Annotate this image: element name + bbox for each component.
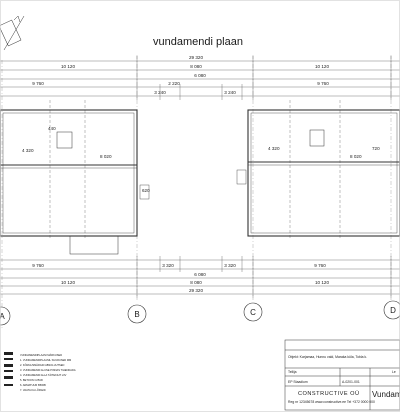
dim-left-vertical-1: 4 320: [22, 148, 34, 153]
company-details: Reg nr 12345678 www.constructive.ee Tel …: [288, 400, 375, 404]
note-line-4: 3. VUNDAMENDI ALUNE PINNAS TIHENDADA: [20, 368, 76, 372]
dim-chain-top-3: 2 220: [168, 81, 180, 86]
title-block: [284, 339, 400, 411]
grid-bubble-b: B: [127, 304, 147, 324]
dimension-lines-bottom: [0, 256, 400, 298]
dim-overall-bottom: 29 320: [189, 288, 203, 293]
legend-symbols: [4, 352, 13, 386]
dim-chain-bottom-4: 3 320: [224, 263, 236, 268]
dim-chain-bottom-1: 9 760: [32, 263, 44, 268]
dimension-lines-top: [0, 56, 400, 100]
dim-right-vertical-1: 4 320: [268, 146, 280, 151]
grid-label-a: A: [0, 312, 5, 321]
sheet-title: Vundamendi plaan: [372, 390, 400, 399]
title-block-stage: EP Staadium: [288, 380, 308, 384]
grid-bubble-c: C: [243, 302, 263, 322]
note-line-1: VUNDAMENDIPLAANI MÄRKUSED: [20, 353, 62, 357]
dim-chain-bottom-3: 6 080: [194, 272, 206, 277]
note-line-6: 5. BETOON C25/30: [20, 378, 43, 382]
dim-chain-top-4: 6 080: [194, 73, 206, 78]
note-line-2: 1. VUNDAMENDIPLAANIL SUURUSED MM: [20, 358, 71, 362]
title-block-object: Objekt: Karjamaa, Hunnu vald, Maraka kül…: [288, 355, 367, 359]
dim-left-440: 440: [48, 126, 56, 131]
dim-left-620: 620: [142, 188, 150, 193]
dim-half-left-bottom: 10 120: [61, 280, 75, 285]
notes-block: VUNDAMENDIPLAANI MÄRKUSED 1. VUNDAMENDIP…: [20, 353, 76, 392]
dim-chain-top-6: 9 760: [317, 81, 329, 86]
dim-middle-top: 8 080: [190, 64, 202, 69]
dim-chain-top-5: 3 240: [224, 90, 236, 95]
dim-chain-top-2: 3 240: [154, 90, 166, 95]
grid-label-c: C: [250, 308, 256, 317]
dim-half-right-bottom: 10 120: [315, 280, 329, 285]
note-line-8: 7. VAATA KA LÕIKEID: [20, 387, 46, 392]
grid-label-d: D: [390, 306, 396, 315]
grid-bubble-d: D: [383, 300, 400, 320]
foundation-right: [236, 100, 400, 240]
dim-half-right-top: 10 120: [315, 64, 329, 69]
north-arrow-icon: [0, 15, 25, 51]
foundation-left: [0, 100, 150, 255]
dim-overall-top: 29 320: [189, 55, 203, 60]
dim-right-vertical-2: 8 020: [350, 154, 362, 159]
sheet-number: Le: [392, 370, 396, 374]
dim-left-vertical-2: 8 020: [100, 154, 112, 159]
title-block-sheet-code: A-0201-001: [342, 380, 360, 384]
dim-chain-bottom-2: 3 320: [162, 263, 174, 268]
note-line-5: 4. VUNDAMENDI ALLA TÄITEKIHT LIIV: [20, 373, 67, 377]
dim-half-left-top: 10 120: [61, 64, 75, 69]
note-line-3: 2. KÕRGUSMÄRGID ABSOLUUTSED: [20, 362, 65, 367]
company-name: CONSTRUCTIVE OÜ: [298, 390, 360, 397]
note-line-7: 6. ARMATUUR B500B: [20, 383, 46, 387]
drawing-title: vundamendi plaan: [153, 36, 243, 48]
dim-middle-bottom: 8 080: [190, 280, 202, 285]
grid-label-b: B: [134, 310, 139, 319]
title-block-work: Tellija: [288, 370, 297, 374]
dim-chain-top-1: 9 760: [32, 81, 44, 86]
grid-bubble-a: A: [0, 306, 11, 326]
dim-chain-bottom-5: 9 760: [314, 263, 326, 268]
dim-right-720: 720: [372, 146, 380, 151]
